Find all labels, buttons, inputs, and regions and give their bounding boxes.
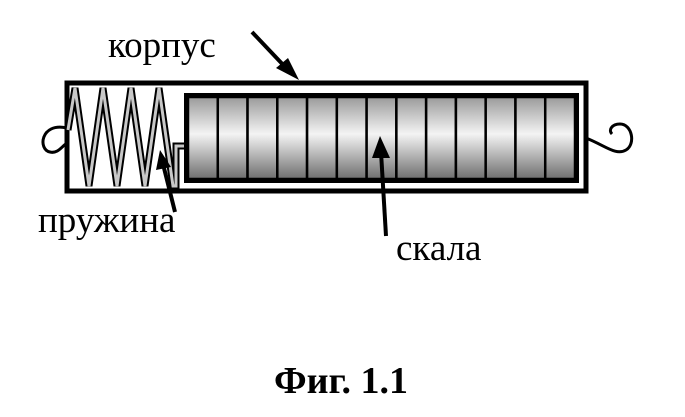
scale-division: [395, 95, 428, 181]
scale-division: [186, 95, 220, 181]
right-hook: [585, 122, 634, 154]
scale-division: [514, 95, 547, 181]
scale-division: [543, 95, 577, 181]
spring: [64, 87, 186, 190]
scale-division: [454, 95, 487, 181]
scale-arrow: [372, 136, 390, 237]
scale-division: [335, 95, 368, 181]
label-spring: пружина: [38, 200, 175, 241]
figure-caption: Фиг. 1.1: [274, 360, 408, 402]
scale-division: [246, 95, 279, 181]
spring-arrow: [156, 150, 177, 213]
body-arrow: [250, 30, 299, 80]
scale-division: [484, 95, 517, 181]
scale-division: [216, 95, 249, 181]
scale: [184, 93, 579, 183]
label-body: корпус: [108, 25, 216, 66]
label-scale: скала: [396, 228, 481, 269]
scale-division: [305, 95, 339, 181]
scale-division: [424, 95, 458, 181]
left-hook: [41, 125, 68, 154]
scale-division: [276, 95, 309, 181]
